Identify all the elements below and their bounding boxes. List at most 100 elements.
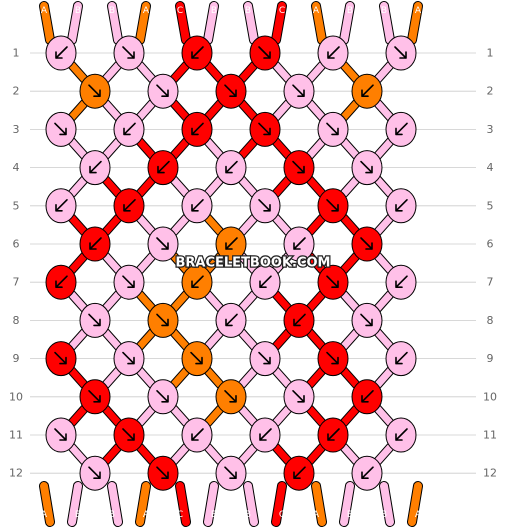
knot[interactable] [181,417,213,453]
knot[interactable] [249,35,281,71]
knot[interactable] [181,264,213,300]
knot[interactable] [385,264,417,300]
knot[interactable] [351,73,383,109]
knot[interactable] [113,111,145,147]
knot[interactable] [79,73,111,109]
arrow-down-right-icon [326,199,339,212]
knot[interactable] [215,226,247,262]
knot[interactable] [45,417,77,453]
knot[interactable] [45,188,77,224]
arrow-down-right-icon [292,389,305,403]
knot[interactable] [79,226,111,262]
knot[interactable] [113,188,145,224]
knot[interactable] [385,341,417,377]
arrow-down-left-icon [259,428,272,441]
knot[interactable] [283,73,315,109]
knot[interactable] [215,455,247,491]
knot[interactable] [317,188,349,224]
knot[interactable] [215,379,247,415]
knot[interactable] [45,264,77,300]
arrow-down-right-icon [156,313,169,327]
top-strand-8: C [271,1,287,45]
knot[interactable] [181,35,213,71]
knot[interactable] [249,111,281,147]
knot[interactable] [45,111,77,147]
knot[interactable] [283,150,315,186]
row-number-right: 4 [487,161,494,174]
row-number-right: 2 [487,85,494,98]
arrow-down-right-icon [122,428,135,441]
knot[interactable] [215,150,247,186]
knot[interactable] [113,35,145,71]
knot[interactable] [249,341,281,377]
top-strand-9: A [311,1,327,45]
knot[interactable] [79,379,111,415]
knot[interactable] [351,455,383,491]
knot[interactable] [147,379,179,415]
arrow-down-right-icon [156,389,169,403]
knot[interactable] [317,341,349,377]
knot[interactable] [147,73,179,109]
knot[interactable] [283,455,315,491]
knot[interactable] [385,417,417,453]
strand-label: C [177,6,183,16]
knot[interactable] [79,302,111,338]
knot[interactable] [249,417,281,453]
strand-label: B [109,510,115,520]
arrow-down-right-icon [156,84,169,97]
knot[interactable] [317,264,349,300]
arrow-down-left-icon [157,160,170,174]
row-number-left: 1 [13,47,20,60]
knot[interactable] [249,264,281,300]
knot[interactable] [385,35,417,71]
knot[interactable] [147,302,179,338]
arrow-down-right-icon [224,466,237,480]
bottom-strand-7: B [243,481,259,527]
strand-label: A [415,510,422,520]
top-strand-6: B [203,1,219,45]
knot[interactable] [45,35,77,71]
knot[interactable] [283,226,315,262]
row-number-left: 12 [9,467,23,480]
knot[interactable] [215,302,247,338]
knot[interactable] [283,379,315,415]
knot[interactable] [385,111,417,147]
top-strand-10: B [339,1,355,45]
knot[interactable] [79,150,111,186]
arrow-down-left-icon [259,275,272,289]
knot[interactable] [351,226,383,262]
row-number-right: 12 [483,467,497,480]
strand-label: B [245,510,251,520]
row-number-left: 11 [9,429,23,442]
knot[interactable] [249,188,281,224]
strand-label: C [279,510,285,520]
knot[interactable] [351,150,383,186]
arrow-down-right-icon [360,160,373,174]
knot[interactable] [113,264,145,300]
knot[interactable] [317,111,349,147]
knot[interactable] [79,455,111,491]
knot[interactable] [283,302,315,338]
knot[interactable] [215,73,247,109]
knot[interactable] [317,417,349,453]
knot[interactable] [147,226,179,262]
knot[interactable] [317,35,349,71]
knot[interactable] [113,341,145,377]
watermark-text: BRACELETBOOK.COM [176,256,331,271]
arrow-down-right-icon [156,466,169,480]
knot[interactable] [181,341,213,377]
bottom-strand-2: B [67,481,83,527]
knot[interactable] [147,150,179,186]
knot[interactable] [385,188,417,224]
knot[interactable] [147,455,179,491]
knot[interactable] [113,417,145,453]
strand-label: C [279,6,285,16]
knot[interactable] [181,188,213,224]
arrow-down-left-icon [191,275,204,289]
knot[interactable] [181,111,213,147]
knot[interactable] [351,302,383,338]
top-strand-5: C [175,1,191,45]
arrow-down-right-icon [122,46,135,59]
knot[interactable] [45,341,77,377]
knot[interactable] [351,379,383,415]
